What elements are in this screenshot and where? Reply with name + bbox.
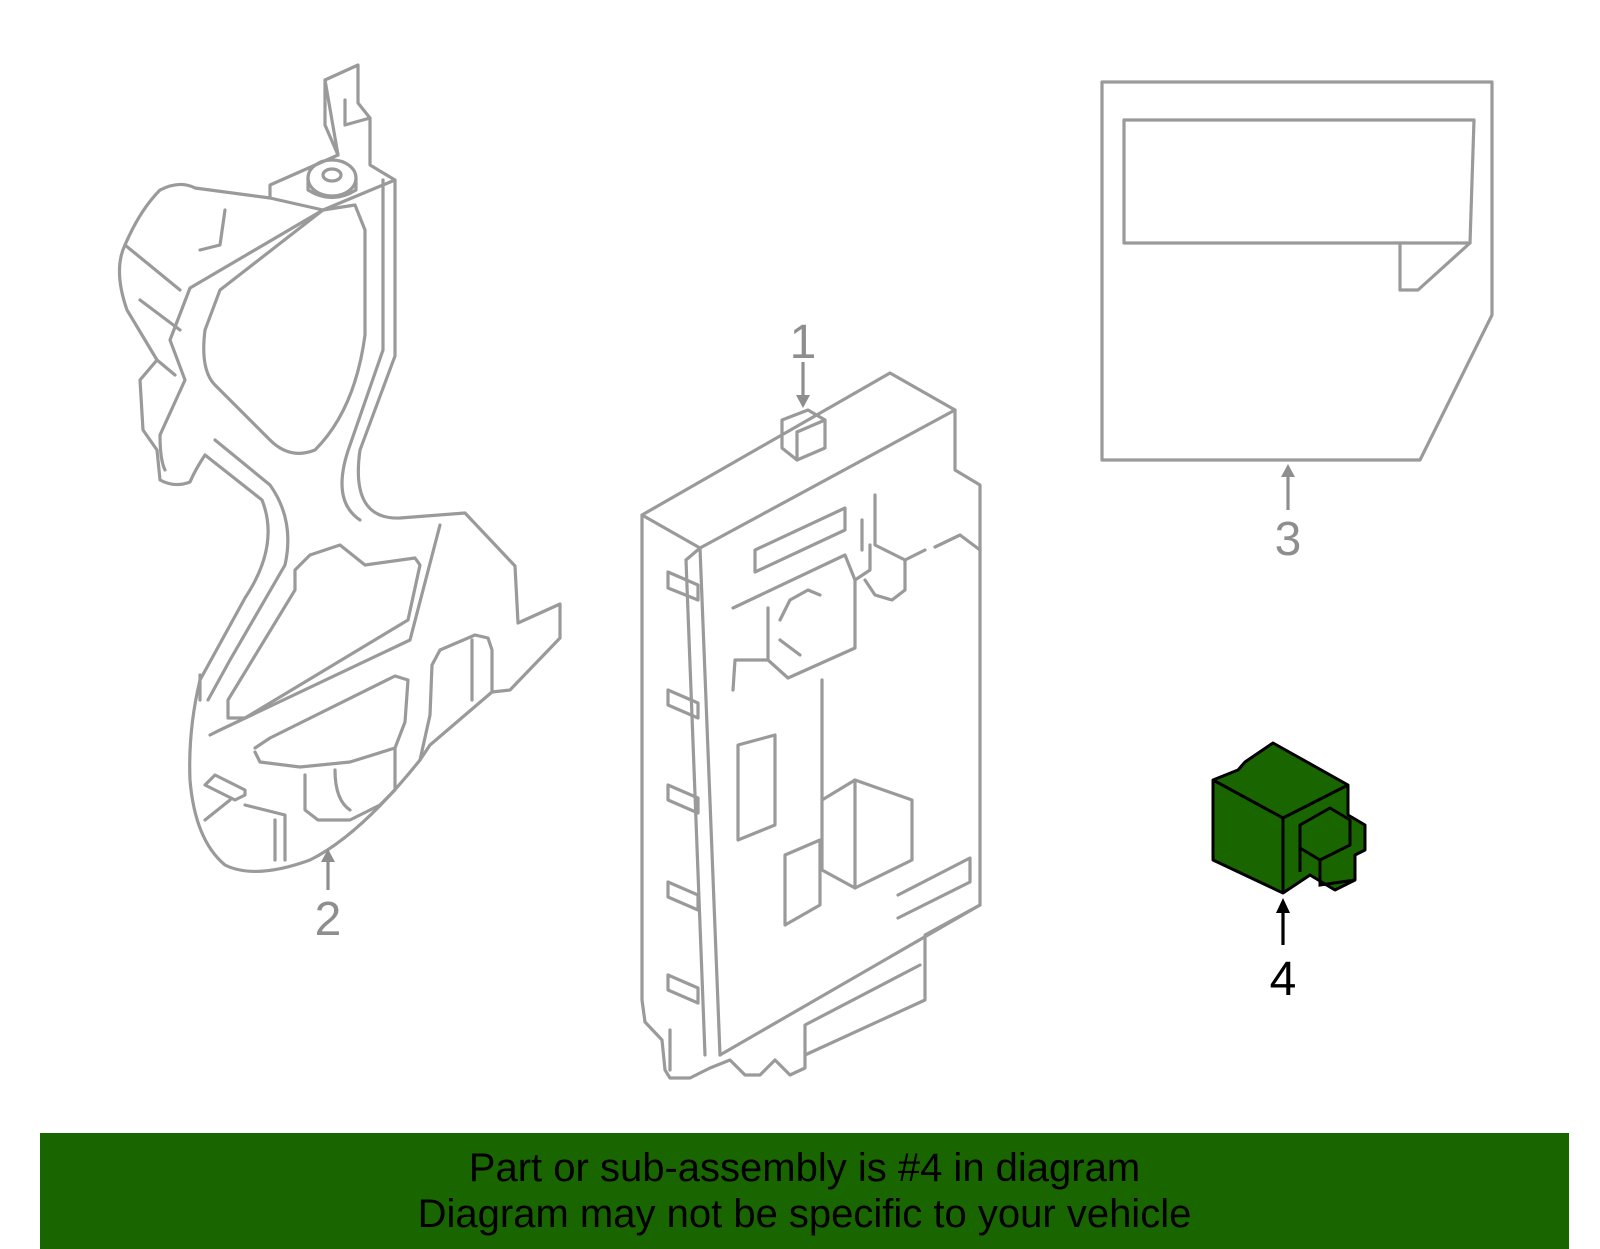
callout-2: 2: [315, 849, 342, 946]
banner-line-2: Diagram may not be specific to your vehi…: [417, 1192, 1192, 1236]
callout-label-3: 3: [1275, 513, 1302, 566]
callout-label-4: 4: [1270, 953, 1297, 1006]
part-2-bracket: [117, 63, 562, 873]
callout-label-2: 2: [315, 893, 342, 946]
banner-line-1: Part or sub-assembly is #4 in diagram: [468, 1146, 1141, 1190]
callout-label-1: 1: [790, 316, 817, 369]
callout-3: 3: [1275, 464, 1302, 566]
info-banner: Part or sub-assembly is #4 in diagram Di…: [40, 1133, 1569, 1249]
part-3-label: [1100, 80, 1494, 462]
callout-1: 1: [790, 316, 817, 408]
callout-4: 4: [1270, 898, 1297, 1006]
part-1-control-module: [640, 371, 982, 1080]
part-4-relay: [1211, 741, 1367, 895]
